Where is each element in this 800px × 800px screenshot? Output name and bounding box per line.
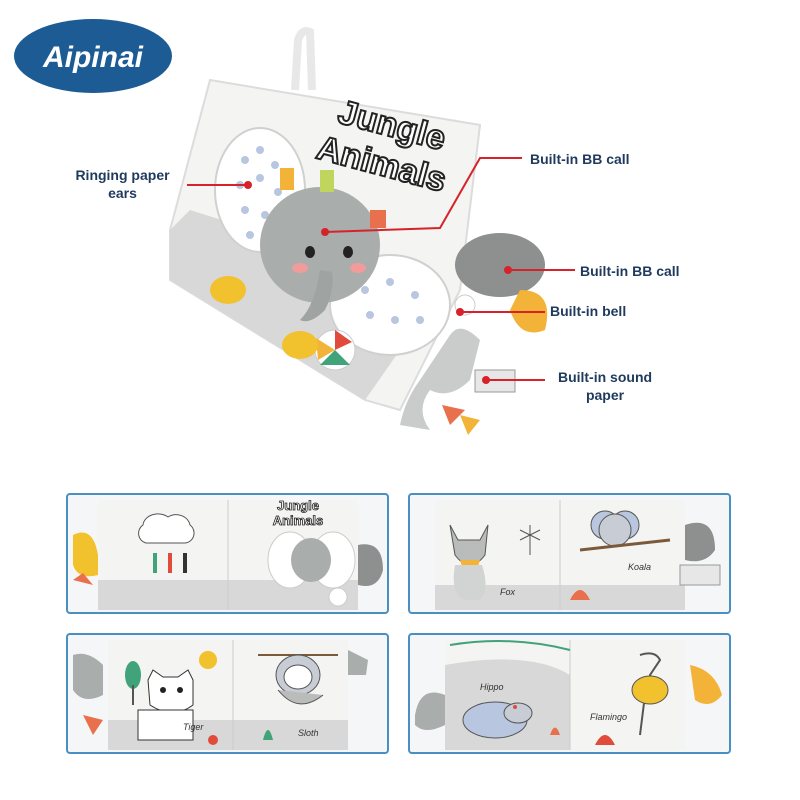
- brand-logo: Aipinai: [13, 18, 173, 94]
- spread-jungle-animals: Jungle Animals: [66, 493, 389, 614]
- panel2-animal-2: Koala: [628, 562, 651, 572]
- spread-tiger-sloth: Tiger Sloth: [66, 633, 389, 754]
- callout-bell: Built-in bell: [550, 303, 627, 319]
- panel4-animal-1: Hippo: [480, 682, 504, 692]
- spread-hippo-flamingo: Hippo Flamingo: [408, 633, 731, 754]
- panel1-title-line1: Jungle: [277, 498, 319, 513]
- panel4-animal-2: Flamingo: [590, 712, 627, 722]
- brand-name: Aipinai: [42, 41, 144, 74]
- callout-ringing-paper-ears: Ringing paper ears: [75, 167, 170, 201]
- panel2-animal-1: Fox: [500, 587, 516, 597]
- panel3-animal-2: Sloth: [298, 728, 319, 738]
- callout-sound-paper: Built-in sound paper: [557, 369, 653, 403]
- spread-fox-koala: Fox Koala: [408, 493, 731, 614]
- callout-bb-call-2: Built-in BB call: [580, 263, 680, 279]
- callout-bb-call-1: Built-in BB call: [530, 151, 630, 167]
- panel3-animal-1: Tiger: [183, 722, 204, 732]
- product-hero-image: Jungle Animals: [150, 20, 560, 450]
- panel1-title-line2: Animals: [273, 513, 324, 528]
